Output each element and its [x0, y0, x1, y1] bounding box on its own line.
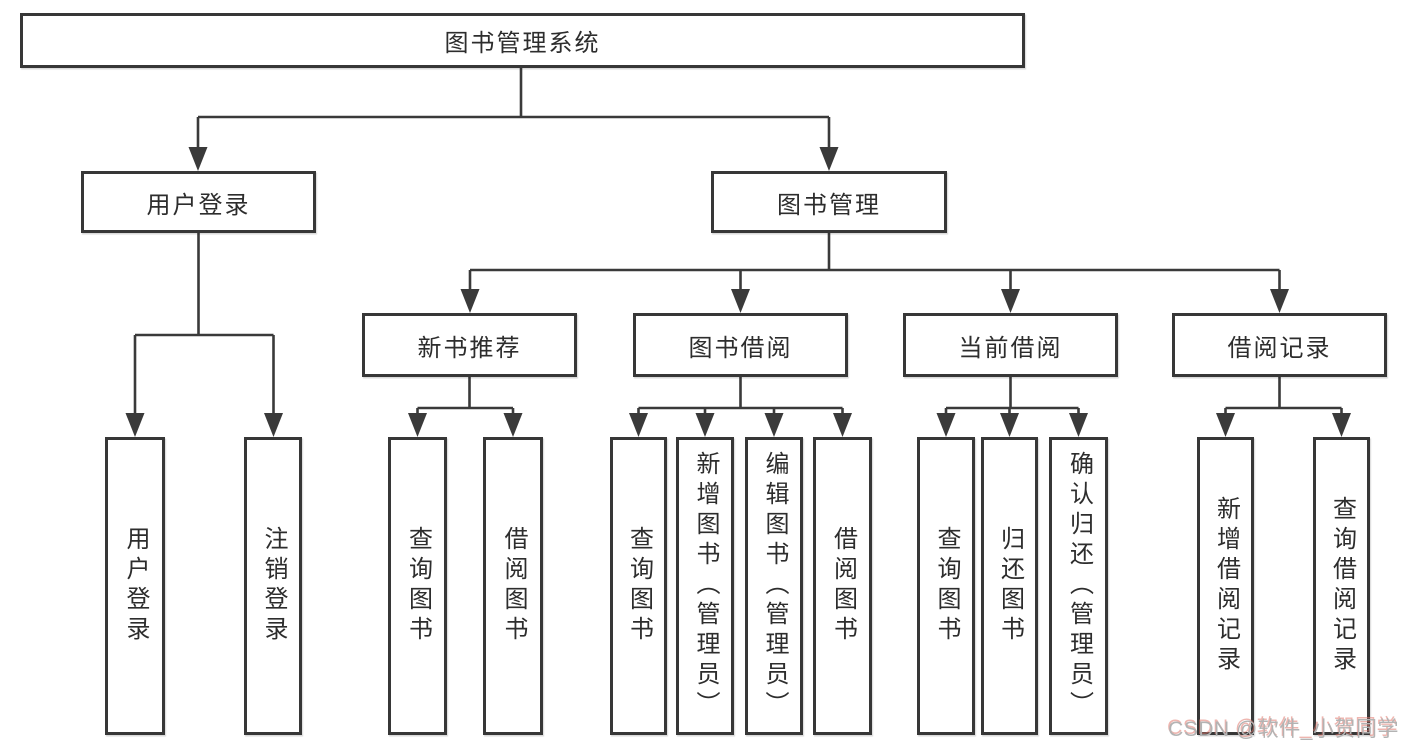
arrowheads: [125, 147, 1351, 437]
leaf-query-books-current: 查询图书: [917, 437, 975, 735]
leaf-query-books-borrow-label: 查询图书: [625, 526, 653, 646]
leaf-query-books-recommend-label: 查询图书: [404, 526, 432, 646]
node-borrow-records-label: 借阅记录: [1227, 334, 1332, 362]
node-root-label: 图书管理系统: [444, 30, 601, 57]
node-new-book-recommend-label: 新书推荐: [417, 334, 522, 362]
leaf-query-borrow-record: 查询借阅记录: [1313, 437, 1370, 735]
node-current-borrow-label: 当前借阅: [958, 334, 1063, 362]
leaf-logout-label: 注销登录: [260, 526, 287, 646]
csdn-watermark: CSDN @软件_小贺同学: [1168, 718, 1399, 741]
leaf-add-borrow-record: 新增借阅记录: [1197, 437, 1254, 735]
leaf-return-book-label: 归还图书: [996, 526, 1024, 646]
leaf-borrow-books-recommend: 借阅图书: [483, 437, 543, 735]
leaf-borrow-books: 借阅图书: [813, 437, 872, 735]
leaf-query-books-borrow: 查询图书: [610, 437, 667, 735]
leaf-return-book: 归还图书: [981, 437, 1038, 735]
leaf-edit-book-admin-label: 编辑图书（管理员）: [761, 451, 788, 721]
node-user-login: 用户登录: [81, 171, 316, 233]
node-new-book-recommend: 新书推荐: [362, 313, 577, 377]
leaf-borrow-books-label: 借阅图书: [829, 526, 857, 646]
leaf-logout: 注销登录: [244, 437, 302, 735]
leaf-borrow-books-recommend-label: 借阅图书: [500, 526, 527, 646]
node-book-borrow: 图书借阅: [633, 313, 848, 377]
leaf-user-login: 用户登录: [105, 437, 165, 735]
leaf-confirm-return-admin: 确认归还（管理员）: [1049, 437, 1108, 735]
node-borrow-records: 借阅记录: [1172, 313, 1387, 377]
leaf-add-book-admin: 新增图书（管理员）: [676, 437, 734, 735]
node-current-borrow: 当前借阅: [903, 313, 1118, 377]
node-book-management-label: 图书管理: [777, 191, 881, 219]
leaf-user-login-label: 用户登录: [122, 526, 149, 646]
leaf-confirm-return-admin-label: 确认归还（管理员）: [1065, 451, 1093, 721]
leaf-add-borrow-record-label: 新增借阅记录: [1212, 496, 1240, 676]
node-book-borrow-label: 图书借阅: [688, 334, 793, 362]
leaf-add-book-admin-label: 新增图书（管理员）: [692, 451, 719, 721]
leaf-edit-book-admin: 编辑图书（管理员）: [745, 437, 803, 735]
node-book-management: 图书管理: [711, 171, 947, 233]
node-user-login-label: 用户登录: [146, 191, 251, 219]
leaf-query-books-recommend: 查询图书: [388, 437, 447, 735]
leaf-query-borrow-record-label: 查询借阅记录: [1328, 496, 1356, 676]
node-root: 图书管理系统: [20, 13, 1025, 68]
leaf-query-books-current-label: 查询图书: [933, 526, 960, 646]
